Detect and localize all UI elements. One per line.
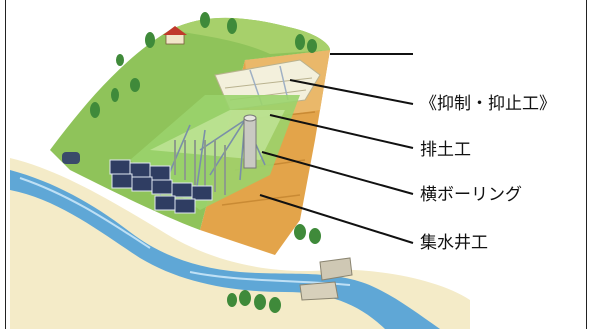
- grid-wall: [109, 159, 213, 214]
- label-drainage: 排土工: [420, 140, 471, 160]
- check-dam: [319, 257, 353, 281]
- culvert: [62, 152, 80, 164]
- trees: [90, 12, 321, 313]
- right-border: [586, 0, 587, 329]
- river-highlight: [19, 177, 151, 249]
- label-group-title: 《抑制・抑止工》: [420, 94, 556, 114]
- left-border: [5, 0, 6, 329]
- catchment-well: [243, 114, 257, 169]
- label-catchment-well: 集水井工: [420, 233, 488, 253]
- leader-lines: [259, 53, 414, 244]
- house: [163, 26, 187, 45]
- vertical-drains: [174, 140, 226, 195]
- label-horizontal-boring: 横ボーリング: [420, 185, 522, 205]
